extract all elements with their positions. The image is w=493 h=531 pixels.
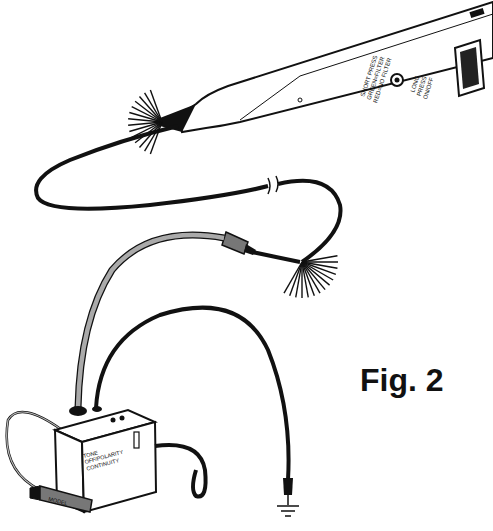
- mode-switch: [134, 432, 139, 448]
- black-cord: [278, 181, 341, 262]
- break-mark: [268, 176, 278, 194]
- ground-plug: [283, 478, 293, 495]
- figure-label: Fig. 2: [360, 362, 470, 399]
- screw: [298, 98, 302, 102]
- wire-strand: [150, 90, 162, 122]
- probe-seam: [240, 76, 300, 120]
- jack: [92, 406, 102, 412]
- wire-strands: [128, 90, 162, 154]
- black-cord: [36, 126, 268, 209]
- probe-body: [178, 2, 493, 132]
- clip-jaw: [30, 486, 40, 500]
- black-cord: [252, 252, 300, 262]
- clip-lead-core: [7, 412, 62, 490]
- ground-symbol: [277, 506, 299, 516]
- rca-plug: [222, 232, 248, 254]
- probe-mark: [469, 8, 484, 18]
- jack: [69, 406, 87, 416]
- clip-lead: [7, 412, 62, 490]
- wire-strand: [139, 97, 162, 122]
- led: [120, 416, 125, 421]
- power-switch: [455, 40, 484, 96]
- led: [111, 418, 116, 423]
- wire-strand: [302, 256, 337, 262]
- wire-strand: [302, 262, 308, 297]
- alligator-clip: [40, 486, 92, 512]
- plug-tip: [244, 244, 256, 255]
- black-clip-lead: [155, 445, 206, 496]
- filter-button-center: [395, 78, 400, 83]
- wire-strand: [302, 262, 314, 296]
- box-front: [82, 422, 156, 512]
- power-switch-inner: [460, 47, 479, 89]
- wire-strand: [128, 122, 162, 125]
- wire-strand: [284, 262, 302, 293]
- ground-wire: [287, 495, 289, 505]
- filter-button: [391, 74, 403, 86]
